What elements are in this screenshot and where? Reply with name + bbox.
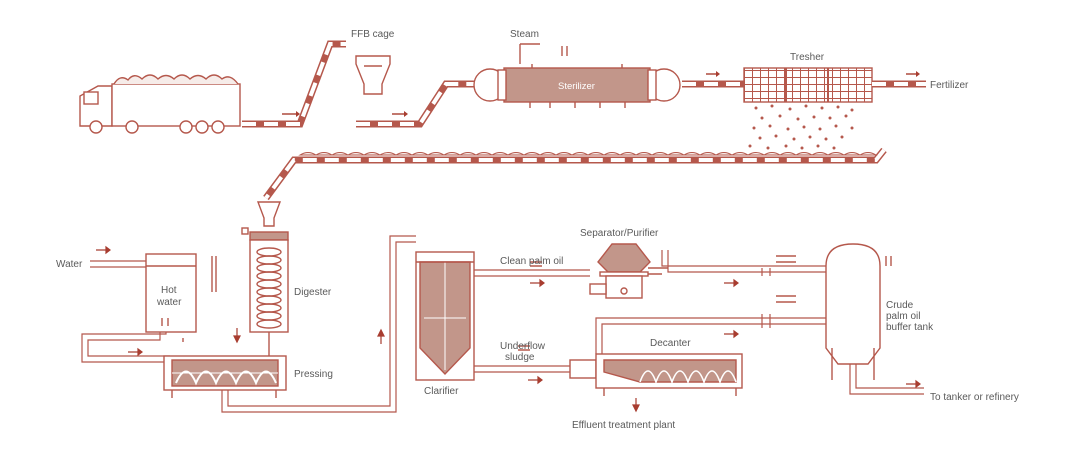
fruitlets-falling xyxy=(748,104,854,150)
water-pipe xyxy=(81,260,170,363)
conveyor-truck-to-cage xyxy=(242,40,346,128)
water-arrow xyxy=(96,245,111,255)
sterilizer xyxy=(473,43,681,108)
hot-water-label-2: water xyxy=(156,297,182,308)
tresher xyxy=(743,67,873,103)
tresher-label: Tresher xyxy=(790,52,825,63)
clean-oil-pipe xyxy=(474,261,590,277)
conveyor-sterilizer-to-tresher xyxy=(682,71,744,88)
ffb-cage-hopper xyxy=(355,55,391,95)
digester-down-arrow xyxy=(233,328,241,344)
clean-oil-arrow xyxy=(530,278,545,288)
water-label: Water xyxy=(56,259,83,270)
underflow-label-1: Underflow xyxy=(500,341,546,352)
sterilizer-label: Sterilizer xyxy=(558,81,595,92)
hot-water-label-1: Hot xyxy=(161,285,177,296)
digester-label: Digester xyxy=(294,287,332,298)
separator-to-tank-pipe xyxy=(661,250,826,303)
crude-label-2: palm oil xyxy=(886,311,920,322)
effluent-arrow xyxy=(632,398,640,413)
underflow-label-2: sludge xyxy=(505,352,535,363)
underflow-sludge-pipe xyxy=(474,345,572,373)
water-arrow-2 xyxy=(128,347,143,357)
clarifier-label: Clarifier xyxy=(424,386,459,397)
decanter-label: Decanter xyxy=(650,338,691,349)
truck xyxy=(79,74,241,134)
fertilizer-label: Fertilizer xyxy=(930,80,969,91)
to-tanker-label: To tanker or refinery xyxy=(930,392,1019,403)
conveyor-to-fertilizer xyxy=(872,71,926,88)
crude-oil-buffer-tank xyxy=(825,243,924,395)
crude-arrow-2 xyxy=(724,329,739,339)
decanter-to-tank-pipe xyxy=(595,314,826,354)
pressing-label: Pressing xyxy=(294,369,333,380)
screw-press xyxy=(163,235,416,413)
steam-label: Steam xyxy=(510,29,539,40)
crude-label-1: Crude xyxy=(886,300,914,311)
crude-arrow-1 xyxy=(724,278,739,288)
conveyor-return-to-digester xyxy=(263,147,887,201)
effluent-label: Effluent treatment plant xyxy=(572,420,675,431)
digester xyxy=(241,201,289,356)
conveyor-cage-to-sterilizer xyxy=(356,80,474,128)
hot-water-tank xyxy=(145,253,217,342)
separator-label: Separator/Purifier xyxy=(580,228,659,239)
sludge-arrow xyxy=(528,375,543,385)
decanter xyxy=(569,353,743,396)
press-up-arrow xyxy=(377,328,385,344)
separator-purifier xyxy=(589,243,668,299)
clean-palm-oil-label: Clean palm oil xyxy=(500,256,563,267)
clarifier xyxy=(415,251,475,381)
tanker-arrow xyxy=(906,379,921,389)
ffb-cage-label: FFB cage xyxy=(351,29,395,40)
crude-label-3: buffer tank xyxy=(886,322,934,333)
